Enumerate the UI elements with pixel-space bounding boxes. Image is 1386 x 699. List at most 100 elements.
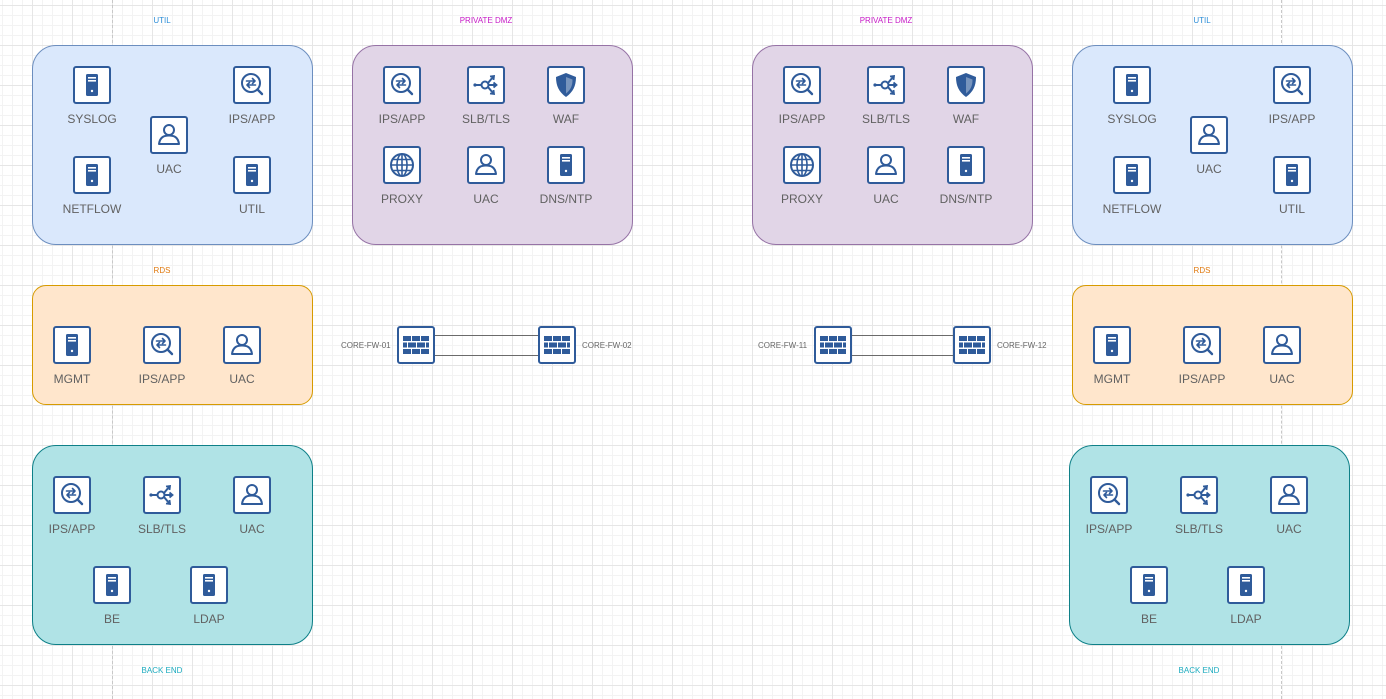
node-label: SLB/TLS: [1174, 522, 1224, 536]
fw-link[interactable]: [852, 335, 953, 336]
user-icon: [869, 148, 903, 182]
node-label: MGMT: [53, 372, 91, 386]
mgmt-server-node[interactable]: [53, 326, 91, 364]
node-label: PROXY: [780, 192, 823, 206]
ips-app-node[interactable]: [1273, 66, 1311, 104]
uac-node[interactable]: [223, 326, 261, 364]
util-server-node[interactable]: [233, 156, 271, 194]
node-label: WAF: [552, 112, 580, 126]
ips-app-node[interactable]: [233, 66, 271, 104]
globe-icon: [385, 148, 419, 182]
ldap-server-node[interactable]: [1227, 566, 1265, 604]
node-label: UAC: [1276, 522, 1302, 536]
node-label: WAF: [952, 112, 980, 126]
util-server-node[interactable]: [1273, 156, 1311, 194]
firewall-icon: [816, 328, 850, 362]
uac-node[interactable]: [233, 476, 271, 514]
firewall-label: CORE-FW-12: [997, 341, 1047, 350]
waf-node[interactable]: [947, 66, 985, 104]
proxy-node[interactable]: [783, 146, 821, 184]
node-label: UAC: [1196, 162, 1222, 176]
node-label: IPS/APP: [778, 112, 826, 126]
load-balancer-icon: [469, 68, 503, 102]
user-icon: [1265, 328, 1299, 362]
firewall-label: CORE-FW-11: [758, 341, 808, 350]
node-label: BE: [103, 612, 120, 626]
ips-app-node[interactable]: [1090, 476, 1128, 514]
ips-app-node[interactable]: [143, 326, 181, 364]
ips-icon: [235, 68, 269, 102]
zone-label-dmz: PRIVATE DMZ: [459, 16, 513, 25]
ips-app-node[interactable]: [783, 66, 821, 104]
node-label: UAC: [229, 372, 255, 386]
core-fw-01-node[interactable]: [397, 326, 435, 364]
zone-label-util: UTIL: [153, 16, 171, 25]
be-server-node[interactable]: [93, 566, 131, 604]
load-balancer-icon: [869, 68, 903, 102]
syslog-server-node[interactable]: [73, 66, 111, 104]
ips-icon: [785, 68, 819, 102]
proxy-node[interactable]: [383, 146, 421, 184]
server-icon: [1229, 568, 1263, 602]
zone-label-back-end: BACK END: [1178, 666, 1220, 675]
firewall-label: CORE-FW-01: [341, 341, 391, 350]
server-icon: [549, 148, 583, 182]
be-server-node[interactable]: [1130, 566, 1168, 604]
fw-link[interactable]: [435, 355, 538, 356]
ips-icon: [385, 68, 419, 102]
node-label: LDAP: [193, 612, 225, 626]
node-label: NETFLOW: [1102, 202, 1162, 216]
uac-node[interactable]: [1263, 326, 1301, 364]
core-fw-02-node[interactable]: [538, 326, 576, 364]
uac-node[interactable]: [150, 116, 188, 154]
ips-app-node[interactable]: [383, 66, 421, 104]
uac-node[interactable]: [867, 146, 905, 184]
core-fw-12-node[interactable]: [953, 326, 991, 364]
ips-app-node[interactable]: [1183, 326, 1221, 364]
firewall-icon: [955, 328, 989, 362]
user-icon: [1192, 118, 1226, 152]
syslog-server-node[interactable]: [1113, 66, 1151, 104]
uac-node[interactable]: [467, 146, 505, 184]
node-label: UAC: [156, 162, 182, 176]
node-label: SLB/TLS: [461, 112, 511, 126]
ldap-server-node[interactable]: [190, 566, 228, 604]
node-label: UTIL: [1278, 202, 1305, 216]
slb-tls-node[interactable]: [467, 66, 505, 104]
node-label: IPS/APP: [228, 112, 276, 126]
shield-icon: [549, 68, 583, 102]
core-fw-11-node[interactable]: [814, 326, 852, 364]
ips-icon: [1275, 68, 1309, 102]
fw-link[interactable]: [435, 335, 538, 336]
uac-node[interactable]: [1270, 476, 1308, 514]
zone-label-rds: RDS: [1193, 266, 1211, 275]
ips-icon: [1092, 478, 1126, 512]
dns-ntp-server-node[interactable]: [547, 146, 585, 184]
slb-tls-node[interactable]: [143, 476, 181, 514]
server-icon: [235, 158, 269, 192]
netflow-server-node[interactable]: [73, 156, 111, 194]
netflow-server-node[interactable]: [1113, 156, 1151, 194]
slb-tls-node[interactable]: [867, 66, 905, 104]
server-icon: [1115, 68, 1149, 102]
load-balancer-icon: [1182, 478, 1216, 512]
node-label: MGMT: [1093, 372, 1131, 386]
dns-ntp-server-node[interactable]: [947, 146, 985, 184]
node-label: IPS/APP: [48, 522, 96, 536]
ips-icon: [1185, 328, 1219, 362]
slb-tls-node[interactable]: [1180, 476, 1218, 514]
ips-app-node[interactable]: [53, 476, 91, 514]
zone-label-util: UTIL: [1193, 16, 1211, 25]
node-label: UAC: [873, 192, 899, 206]
node-label: BE: [1140, 612, 1157, 626]
node-label: IPS/APP: [378, 112, 426, 126]
uac-node[interactable]: [1190, 116, 1228, 154]
node-label: SLB/TLS: [861, 112, 911, 126]
user-icon: [235, 478, 269, 512]
node-label: SLB/TLS: [137, 522, 187, 536]
node-label: UAC: [473, 192, 499, 206]
mgmt-server-node[interactable]: [1093, 326, 1131, 364]
firewall-icon: [540, 328, 574, 362]
waf-node[interactable]: [547, 66, 585, 104]
fw-link[interactable]: [852, 355, 953, 356]
